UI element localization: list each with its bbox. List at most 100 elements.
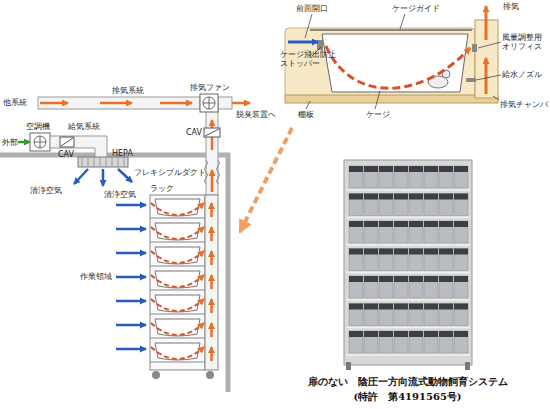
photo-cage-lid bbox=[454, 166, 468, 172]
photo-cage-lid bbox=[394, 194, 408, 200]
photo-cage bbox=[454, 249, 468, 271]
fan-blade bbox=[203, 97, 215, 109]
shelf-board bbox=[150, 314, 205, 315]
photo-cage-lid bbox=[424, 304, 438, 310]
photo-cage bbox=[379, 276, 393, 298]
photo-cage-lid bbox=[439, 304, 453, 310]
photo-cage-lid bbox=[454, 276, 468, 282]
photo-cage-lid bbox=[394, 304, 408, 310]
photo-cage-lid bbox=[454, 304, 468, 310]
exhaust-arrow bbox=[210, 251, 213, 265]
shelf-board bbox=[150, 290, 205, 291]
photo-cage-lid bbox=[439, 194, 453, 200]
photo-cage bbox=[379, 331, 393, 353]
photo-shelf bbox=[346, 299, 470, 301]
caster bbox=[152, 371, 160, 379]
photo-cage bbox=[424, 166, 438, 188]
photo-cage bbox=[409, 249, 423, 271]
exhaust-fan bbox=[200, 94, 218, 112]
cage-airflow bbox=[151, 227, 204, 239]
photo-cage-lid bbox=[364, 276, 378, 282]
zoom-arrow bbox=[240, 128, 292, 232]
part-label: 排気 bbox=[503, 2, 519, 11]
photo-cage bbox=[349, 221, 363, 243]
photo-cage bbox=[349, 331, 363, 353]
photo-cage-lid bbox=[364, 221, 378, 227]
photo-cage-lid bbox=[379, 194, 393, 200]
cage-airflow bbox=[151, 347, 204, 359]
photo-cage bbox=[454, 331, 468, 353]
cage bbox=[155, 199, 200, 216]
photo-cage-lid bbox=[454, 194, 468, 200]
outside-air-arrow bbox=[18, 141, 30, 144]
exhaust-arrow bbox=[210, 299, 213, 313]
photo-cage-lid bbox=[364, 166, 378, 172]
cage bbox=[155, 343, 200, 360]
photo-cage-lid bbox=[349, 221, 363, 227]
photo-cage bbox=[394, 276, 408, 298]
photo-cage-lid bbox=[439, 331, 453, 337]
photo-cage bbox=[409, 221, 423, 243]
part-label: 空調機 bbox=[26, 122, 50, 131]
part-label: 前面開口 bbox=[296, 4, 328, 13]
photo-cage bbox=[454, 194, 468, 216]
part-label: CAV bbox=[58, 150, 74, 159]
photo-shelf bbox=[346, 354, 470, 356]
clean-air-arrow bbox=[74, 169, 88, 184]
photo-cage-lid bbox=[439, 166, 453, 172]
photo-cage-lid bbox=[409, 276, 423, 282]
exhaust-arrow bbox=[100, 102, 132, 105]
part-label: 排気チャンバ bbox=[500, 100, 548, 109]
photo-cage bbox=[364, 304, 378, 326]
photo-cages bbox=[346, 166, 470, 355]
photo-cage-lid bbox=[424, 331, 438, 337]
photo-cage bbox=[424, 221, 438, 243]
photo-cage-lid bbox=[424, 276, 438, 282]
exhaust-arrow bbox=[211, 170, 214, 192]
cage-airflow bbox=[151, 299, 204, 311]
photo-cage-lid bbox=[394, 331, 408, 337]
water-nozzle bbox=[466, 78, 476, 82]
part-label: 風量調整用 オリフィス bbox=[502, 33, 548, 51]
air-handler bbox=[30, 133, 50, 151]
hepa-filter bbox=[78, 157, 128, 167]
rack-photo bbox=[344, 160, 472, 365]
photo-cage bbox=[454, 304, 468, 326]
photo-cage-lid bbox=[409, 331, 423, 337]
photo-cage bbox=[409, 331, 423, 353]
photo-cage bbox=[409, 304, 423, 326]
cage-airflow bbox=[326, 46, 470, 88]
cage bbox=[155, 319, 200, 336]
cav-blade bbox=[61, 138, 73, 146]
orifice bbox=[472, 44, 477, 52]
photo-cage-lid bbox=[409, 166, 423, 172]
cav-damper bbox=[204, 128, 220, 137]
photo-cage-lid bbox=[349, 304, 363, 310]
clean-air-arrow bbox=[118, 169, 132, 182]
photo-shelf bbox=[346, 244, 470, 246]
part-label: CAV bbox=[186, 128, 202, 137]
photo-cage-lid bbox=[349, 166, 363, 172]
shelf-board bbox=[285, 95, 498, 103]
photo-cage bbox=[394, 194, 408, 216]
photo-cage-lid bbox=[349, 276, 363, 282]
exhaust-duct bbox=[38, 97, 200, 109]
clean-air-arrow bbox=[116, 324, 146, 327]
photo-cage-lid bbox=[409, 249, 423, 255]
exhaust-arrow bbox=[210, 227, 213, 241]
part-label: フレキシブルダクト bbox=[134, 168, 206, 177]
photo-cage bbox=[379, 194, 393, 216]
photo-cage bbox=[349, 276, 363, 298]
photo-shelf bbox=[346, 189, 470, 191]
part-label: 棚板 bbox=[298, 110, 314, 119]
cage-airflow bbox=[151, 203, 204, 215]
photo-cage bbox=[394, 166, 408, 188]
photo-cage-lid bbox=[379, 276, 393, 282]
photo-cage-lid bbox=[394, 166, 408, 172]
photo-shelf bbox=[346, 217, 470, 219]
cage-airflow bbox=[151, 323, 204, 335]
part-label: 排気ファン bbox=[190, 83, 230, 92]
inflow-arrow bbox=[288, 41, 318, 44]
rack-shelves bbox=[116, 199, 212, 362]
